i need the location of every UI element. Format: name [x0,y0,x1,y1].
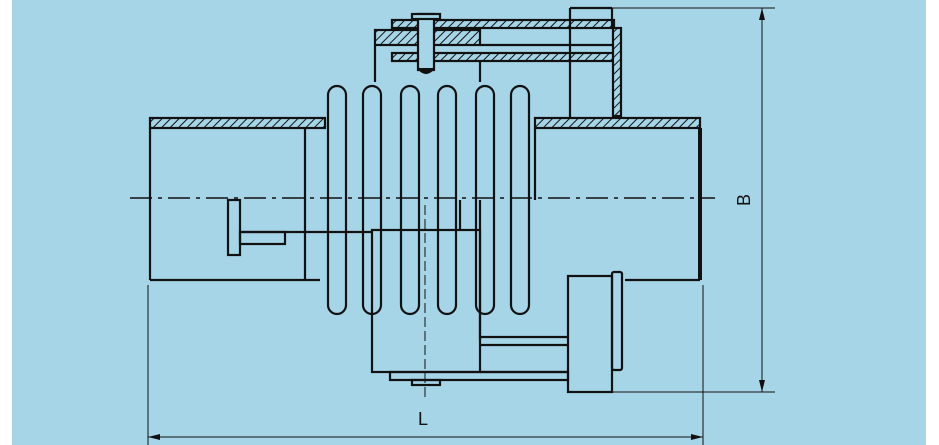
dimension-label-length: L [418,409,428,429]
bellows [326,84,531,316]
bellows-convolution [436,84,458,316]
left-pipe [148,116,327,282]
bellows-convolution [509,84,531,316]
bellows-convolution [326,84,348,316]
bellows-convolution [474,84,496,316]
dimension-lines [147,7,775,445]
background [12,0,926,445]
right-pipe [533,116,702,282]
bellows-convolution [399,84,421,316]
drawing-lines [130,6,775,445]
dimension-label-height: B [734,194,754,206]
bottom-tie-rod-assembly [226,198,624,394]
top-tie-rod-assembly [373,6,623,118]
